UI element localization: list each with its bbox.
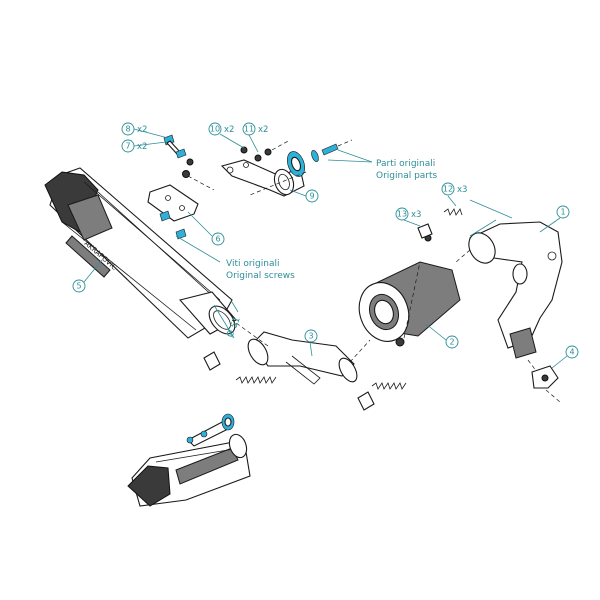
callout-12: 12 x3	[441, 182, 467, 207]
callout-12-number: 12	[443, 185, 453, 194]
callout-13-qty: x3	[411, 210, 421, 220]
callout-1: 1	[539, 205, 570, 233]
callout-12-qty: x3	[457, 185, 467, 195]
callout-4-number: 4	[569, 348, 574, 357]
callout-1-number: 1	[560, 208, 565, 217]
callout-13: 13 x3	[395, 207, 421, 227]
hardware-parts	[159, 134, 291, 240]
callout-7-number: 7	[125, 142, 130, 151]
original-screws-en: Original screws	[226, 271, 295, 281]
clamp-part	[531, 365, 561, 403]
link-pipe-part	[231, 319, 371, 385]
callout-10: 10 x2	[208, 122, 245, 149]
callout-6: 6	[187, 211, 225, 246]
callout-3: 3	[304, 329, 318, 357]
assembled-preview	[127, 413, 251, 507]
leader-12	[469, 199, 513, 219]
callout-8: 8 x2	[121, 122, 169, 139]
callout-4: 4	[551, 345, 579, 369]
silencer-part: AKRAPOVIC	[44, 167, 237, 339]
callout-8-qty: x2	[137, 125, 147, 135]
original-screws-it: Viti originali	[226, 259, 280, 269]
mid-silencer-part	[358, 234, 461, 347]
callout-3-number: 3	[308, 332, 313, 341]
callout-11-number: 11	[244, 125, 254, 134]
original-parts-en: Original parts	[376, 171, 438, 181]
original-parts-annotation: Parti originali Original parts	[327, 149, 438, 181]
header-pipe-part	[455, 221, 563, 377]
callout-7: 7 x2	[121, 139, 167, 153]
springs	[203, 208, 463, 411]
callout-10-qty: x2	[224, 125, 234, 135]
leader-12b	[469, 219, 497, 237]
callout-2: 2	[425, 323, 459, 349]
callout-8-number: 8	[125, 125, 130, 134]
callout-5-number: 5	[76, 282, 81, 291]
callout-11: 11 x2	[242, 122, 268, 153]
callout-7-qty: x2	[137, 142, 147, 152]
callout-6-number: 6	[215, 235, 220, 244]
callout-2-number: 2	[449, 338, 454, 347]
callout-10-number: 10	[210, 125, 220, 134]
callout-9-number: 9	[309, 192, 314, 201]
original-screws-annotation: Viti originali Original screws	[175, 235, 295, 281]
callout-9: 9	[289, 189, 319, 203]
callout-13-number: 13	[397, 210, 407, 219]
original-parts-group	[249, 139, 353, 196]
callout-11-qty: x2	[258, 125, 268, 135]
callout-5: 5	[72, 259, 103, 293]
original-parts-it: Parti originali	[376, 159, 435, 169]
bracket-part	[147, 159, 305, 222]
